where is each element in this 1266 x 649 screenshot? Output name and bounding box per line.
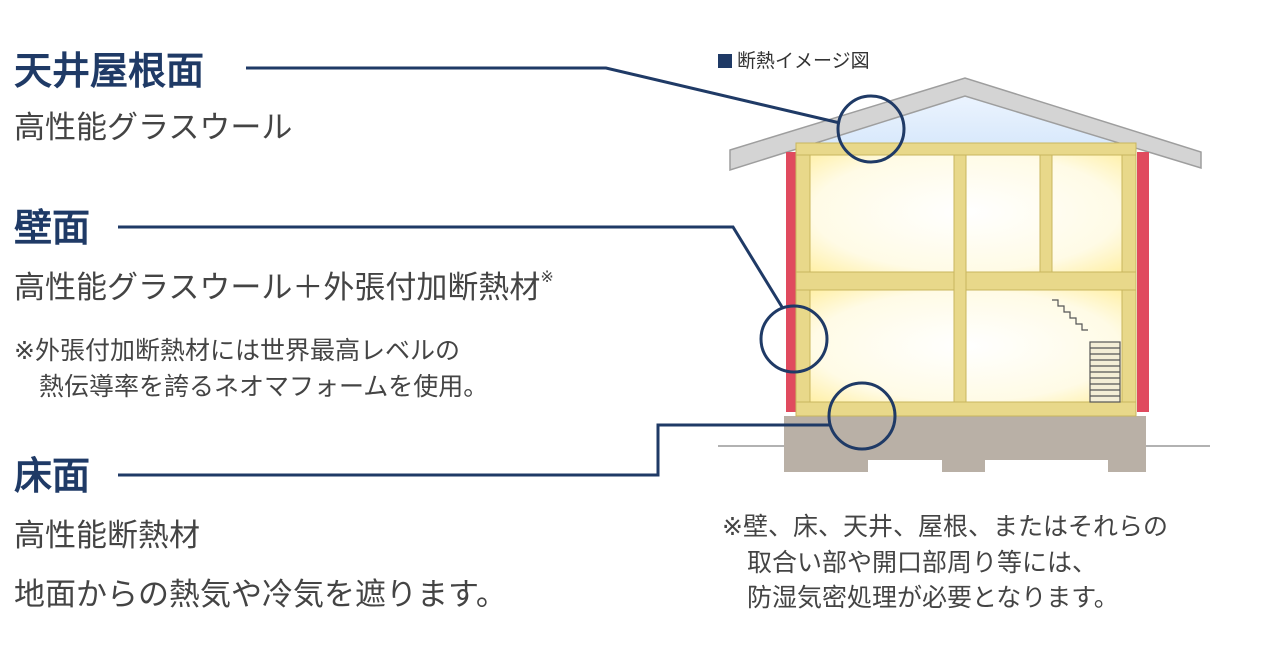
footnote-line-1: ※壁、床、天井、屋根、またはそれらの bbox=[722, 512, 1168, 541]
wall-text: 高性能グラスウール＋外張付加断熱材※ bbox=[14, 269, 554, 306]
diagram-caption: 断熱イメージ図 bbox=[718, 46, 870, 73]
floor-text: 高性能断熱材 bbox=[14, 518, 200, 554]
wall-text-mark: ※ bbox=[540, 267, 554, 286]
footnote-line-2: 取合い部や開口部周り等には、 bbox=[722, 547, 1098, 577]
floor-heading: 床面 bbox=[14, 454, 91, 498]
caption-square-icon bbox=[718, 54, 732, 68]
diagram-footnote: ※壁、床、天井、屋根、またはそれらの 取合い部や開口部周り等には、 防湿気密処理… bbox=[722, 509, 1168, 616]
wall-insulation-right bbox=[1137, 152, 1149, 412]
wood-frame bbox=[795, 142, 1137, 417]
wall-insulation-left bbox=[786, 152, 798, 412]
ceiling-roof-heading: 天井屋根面 bbox=[14, 49, 205, 93]
footnote-line-3: 防湿気密処理が必要となります。 bbox=[722, 583, 1119, 612]
wall-note: ※外張付加断熱材には世界最高レベルの 熱伝導率を誇るネオマフォームを使用。 bbox=[14, 333, 488, 406]
diagram-caption-text: 断熱イメージ図 bbox=[737, 50, 870, 72]
leader-lines bbox=[118, 66, 841, 477]
wall-heading: 壁面 bbox=[14, 206, 91, 250]
ceiling-roof-text: 高性能グラスウール bbox=[14, 110, 293, 146]
leader-floor bbox=[118, 423, 830, 477]
roof bbox=[729, 77, 1202, 172]
foundation bbox=[784, 416, 1146, 472]
leader-wall bbox=[118, 225, 784, 308]
callout-wall bbox=[759, 304, 829, 374]
callout-circles bbox=[759, 94, 906, 451]
floor-text-2: 地面からの熱気や冷気を遮ります。 bbox=[14, 577, 507, 613]
attic-area bbox=[805, 88, 1133, 143]
callout-floor bbox=[827, 381, 897, 451]
wall-text-main: 高性能グラスウール＋外張付加断熱材 bbox=[14, 270, 541, 306]
leader-ceiling bbox=[246, 66, 841, 125]
callout-ceiling bbox=[836, 94, 906, 164]
staircase bbox=[1052, 299, 1121, 403]
wall-note-line-1: ※外張付加断熱材には世界最高レベルの bbox=[14, 336, 460, 365]
wall-note-line-2: 熱伝導率を誇るネオマフォームを使用。 bbox=[14, 372, 489, 402]
